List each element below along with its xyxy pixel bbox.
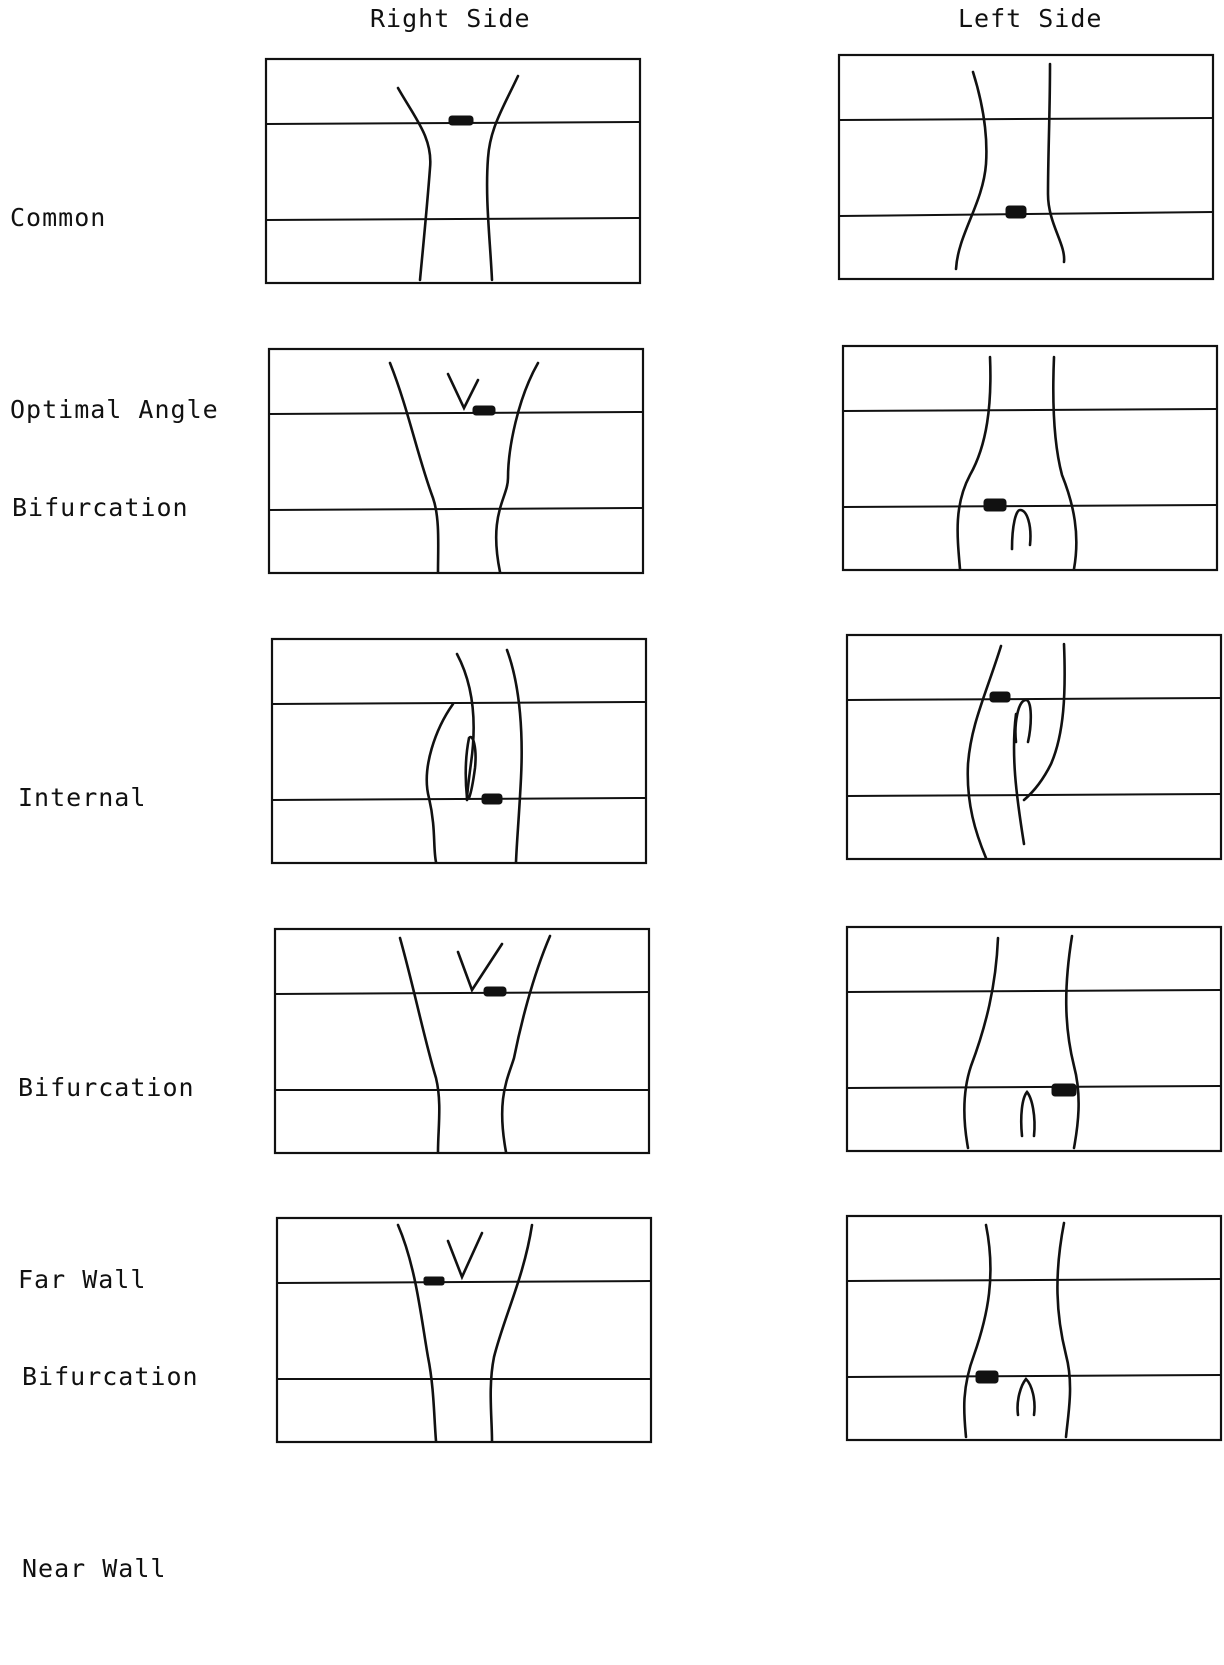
probe-marker (976, 1371, 998, 1383)
probe-marker (990, 692, 1010, 702)
probe-marker (984, 499, 1006, 511)
panel-bifurcation-near-wall-left (846, 1215, 1222, 1441)
panel-bifurcation-far-wall-right (274, 928, 650, 1154)
column-header-left: Left Side (958, 4, 1102, 33)
row-label-line1: Common (10, 186, 219, 250)
panel-internal-left (846, 634, 1222, 860)
panel-common-left (838, 54, 1214, 280)
panel-bifurcation-far-wall-left (846, 926, 1222, 1152)
panel-bifurcation-near-wall-right (276, 1217, 652, 1443)
row-label-line1: Bifurcation (12, 476, 189, 540)
panel-common-right (265, 58, 641, 284)
probe-marker (473, 406, 495, 415)
row-label-line1: Bifurcation (18, 1056, 195, 1120)
probe-marker (424, 1277, 444, 1285)
row-label-line2: Near Wall (22, 1537, 199, 1601)
probe-marker (449, 116, 473, 125)
panel-internal-right (271, 638, 647, 864)
panel-bifurcation-left (842, 345, 1218, 571)
row-label-line1: Bifurcation (22, 1345, 199, 1409)
probe-marker (482, 794, 502, 804)
row-label-bifurcation-near-wall: Bifurcation Near Wall (22, 1217, 199, 1665)
probe-marker (484, 987, 506, 996)
panel-bifurcation-right (268, 348, 644, 574)
probe-marker (1006, 206, 1026, 218)
probe-marker (1052, 1084, 1076, 1096)
column-header-right: Right Side (370, 4, 531, 33)
row-label-line1: Internal (18, 766, 146, 830)
row-label-bifurcation: Bifurcation (12, 348, 189, 604)
row-label-internal: Internal (18, 638, 146, 894)
